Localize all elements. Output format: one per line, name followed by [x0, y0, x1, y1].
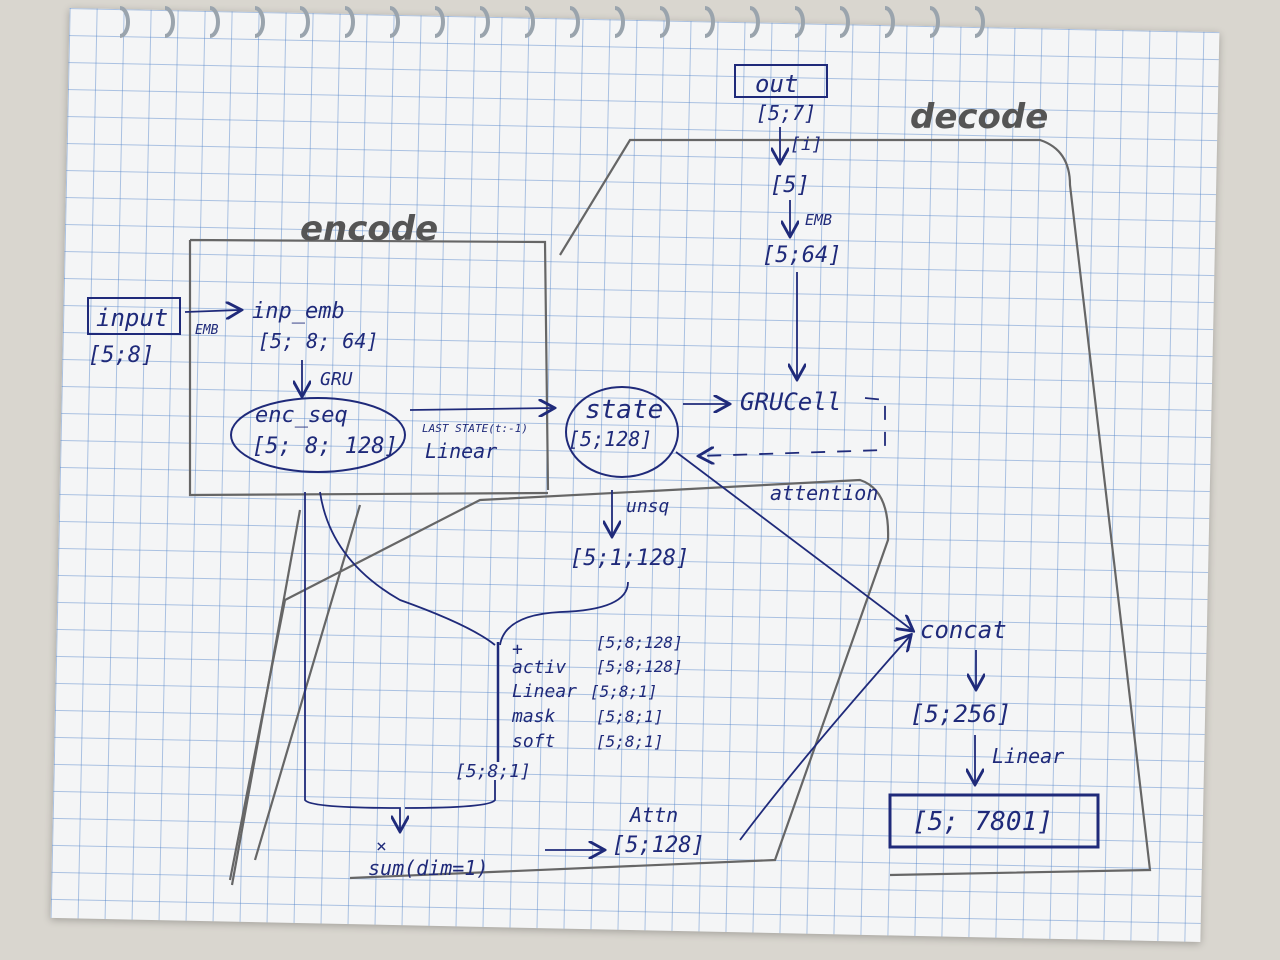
final-output-box [888, 793, 1100, 849]
unsq-shape: [5;1;128] [570, 546, 689, 571]
out-shape: [5;7] [756, 101, 816, 125]
input-label: input [96, 304, 168, 332]
out-label: out [755, 70, 798, 98]
emb-arrow-label: EMB [195, 323, 219, 338]
step-shape: [5] [770, 173, 810, 198]
attn-shape: [5;128] [612, 833, 705, 858]
att-step-4-op: soft [512, 731, 555, 752]
out-box [734, 64, 828, 98]
input-shape: [5;8] [88, 343, 154, 368]
att-step-1-shape: [5;8;128] [596, 657, 683, 676]
inp-emb-label: inp_emb [252, 299, 345, 324]
attention-region [228, 478, 890, 881]
final-shape: [5; 7801] [912, 807, 1053, 837]
plus-sign: + [512, 639, 523, 660]
encode-header: encode [300, 209, 438, 249]
att-step-2-op: Linear [512, 681, 577, 702]
state-shape: [5;128] [568, 427, 652, 451]
times-sign: × [376, 836, 387, 857]
att-step-4-shape: [5;8;1] [596, 732, 663, 751]
dec-linear-label: Linear [992, 744, 1064, 768]
dec-emb-label: EMB [805, 211, 832, 229]
concat-shape: [5;256] [910, 700, 1011, 728]
weights-shape: [5;8;1] [455, 761, 531, 782]
enc-linear-label: Linear [425, 439, 497, 463]
last-state-label: LAST STATE(t:-1) [422, 422, 528, 435]
gru-label: GRU [320, 369, 353, 390]
decode-header: decode [910, 97, 1048, 137]
step-label: [i] [790, 134, 823, 155]
att-step-3-shape: [5;8;1] [596, 707, 663, 726]
enc-seq-node [230, 397, 406, 473]
region-outlines [188, 138, 1152, 886]
att-step-3-op: mask [511, 706, 556, 727]
inp-emb-shape: [5; 8; 64] [258, 329, 378, 353]
attention-label: attention [770, 481, 878, 505]
grucell-label: GRUCell [740, 388, 841, 416]
att-step-0-shape: [5;8;128] [596, 633, 683, 652]
state-label: state [585, 395, 663, 425]
enc-seq-label: enc_seq [255, 403, 348, 428]
state-node [565, 386, 679, 478]
dec-emb-shape: [5;64] [762, 243, 841, 268]
spiral-binding [119, 6, 985, 38]
attn-label: Attn [628, 803, 678, 827]
decode-region [559, 138, 1152, 877]
unsq-label: unsq [626, 496, 670, 517]
concat-label: concat [920, 616, 1007, 644]
input-box [87, 297, 181, 335]
att-step-1-op: activ [512, 657, 566, 678]
enc-seq-shape: [5; 8; 128] [252, 434, 398, 459]
att-step-2-shape: [5;8;1] [590, 682, 657, 701]
sum-label: sum(dim=1) [368, 856, 488, 880]
